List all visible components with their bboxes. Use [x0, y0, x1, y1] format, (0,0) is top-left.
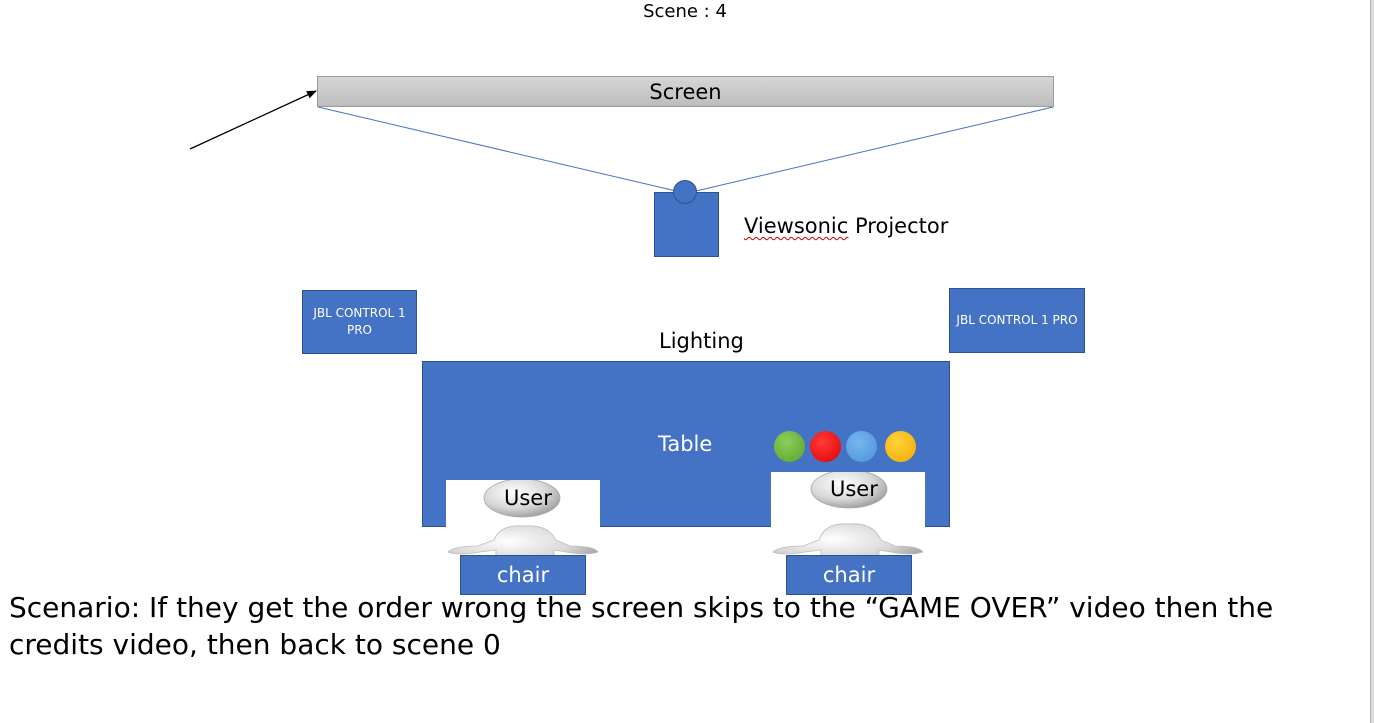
scenario-text: Scenario: If they get the order wrong th…	[9, 591, 1274, 661]
speaker-right-label: JBL CONTROL 1 PRO	[956, 313, 1078, 327]
speaker-right: JBL CONTROL 1 PRO	[949, 288, 1085, 353]
projector-brand: Viewsonic	[744, 214, 849, 238]
user-figure-icon	[772, 472, 924, 568]
projector-word: Projector	[855, 214, 949, 238]
projection-line-right	[695, 106, 1054, 192]
red-button	[810, 431, 841, 462]
page-edge-line	[1370, 0, 1371, 723]
projection-line-left	[317, 106, 677, 192]
speaker-left-label: JBL CONTROL 1 PRO	[313, 306, 406, 337]
blue-button	[846, 431, 877, 462]
chair-right: chair	[786, 555, 912, 595]
user-right-label: User	[830, 477, 878, 501]
user-figure-icon	[447, 480, 599, 570]
projector-lens	[673, 180, 697, 204]
yellow-button	[885, 431, 916, 462]
pointer-arrow	[189, 90, 317, 150]
user-right	[771, 472, 925, 568]
page-edge	[1370, 0, 1374, 723]
projection-screen: Screen	[317, 76, 1054, 107]
chair-left-label: chair	[496, 563, 550, 587]
green-button	[774, 431, 805, 462]
table-label: Table	[658, 432, 713, 456]
projector-label: Viewsonic Projector	[744, 212, 948, 240]
chair-left: chair	[460, 555, 586, 595]
user-left-label: User	[504, 486, 552, 510]
scene-label: Scene : 4	[643, 1, 727, 22]
speaker-left: JBL CONTROL 1 PRO	[302, 290, 417, 354]
chair-right-label: chair	[822, 563, 876, 587]
lighting-label: Lighting	[659, 329, 744, 353]
screen-label: Screen	[649, 79, 722, 104]
